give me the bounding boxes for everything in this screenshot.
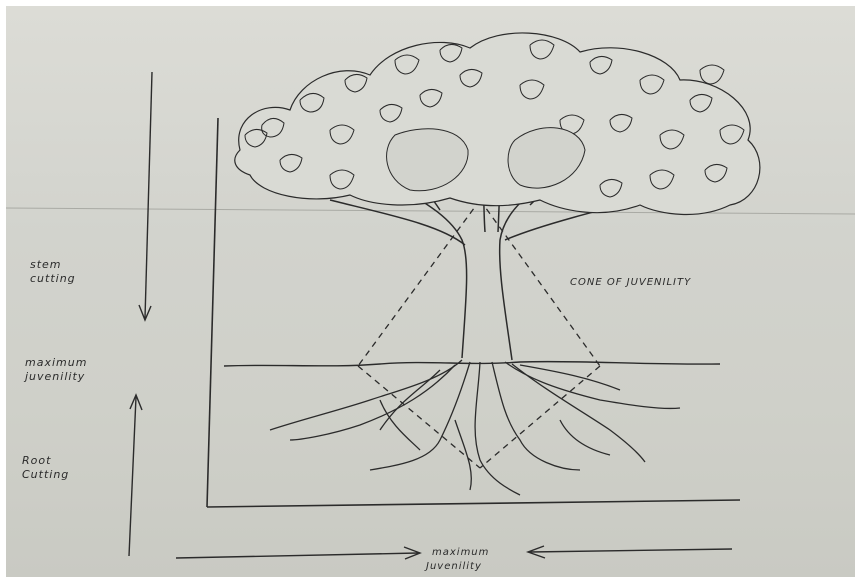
cone-of-juvenility-label: CONE OF JUVENILITY	[570, 276, 691, 290]
root	[505, 362, 680, 408]
canopy-outline	[235, 33, 760, 215]
root	[380, 370, 440, 430]
root-cutting-arrow	[129, 397, 136, 556]
tree-roots	[270, 360, 680, 495]
cone-left-lower	[358, 366, 480, 468]
y-axis	[207, 118, 218, 507]
stem-cutting-label-line1: stem	[30, 258, 76, 272]
root-cutting-label: Root Cutting	[22, 454, 69, 482]
maximum-juvenility-bottom-line1: maximum	[432, 546, 489, 560]
stem-cutting-label: stem cutting	[30, 258, 76, 286]
root-cutting-label-line2: Cutting	[22, 468, 69, 482]
ground-line	[224, 362, 720, 366]
maximum-juvenility-left-line1: maximum	[25, 356, 87, 370]
maximum-juvenility-bottom-line2: Juvenility	[426, 560, 489, 574]
root	[520, 365, 620, 390]
stem-cutting-arrow	[145, 72, 152, 318]
tree-canopy	[235, 33, 760, 215]
right-bottom-arrow	[530, 549, 732, 552]
left-branch	[330, 200, 465, 245]
root	[270, 360, 462, 430]
root	[370, 362, 470, 470]
maximum-juvenility-left-line2: juvenility	[25, 370, 87, 384]
x-axis	[207, 500, 740, 507]
maximum-juvenility-bottom-label: maximum Juvenility	[432, 546, 489, 574]
root	[455, 420, 471, 490]
stem-cutting-label-line2: cutting	[30, 272, 76, 286]
root	[290, 365, 455, 440]
cone-left-upper	[358, 200, 480, 366]
cone-of-juvenility-lines	[358, 200, 600, 468]
left-bottom-arrow	[176, 553, 418, 558]
left-arrows	[129, 72, 152, 556]
root	[512, 364, 645, 462]
leaf	[700, 65, 724, 84]
maximum-juvenility-left-label: maximum juvenility	[25, 356, 87, 384]
root-cutting-label-line1: Root	[22, 454, 69, 468]
root	[492, 362, 580, 470]
page-fold-line	[6, 208, 855, 214]
